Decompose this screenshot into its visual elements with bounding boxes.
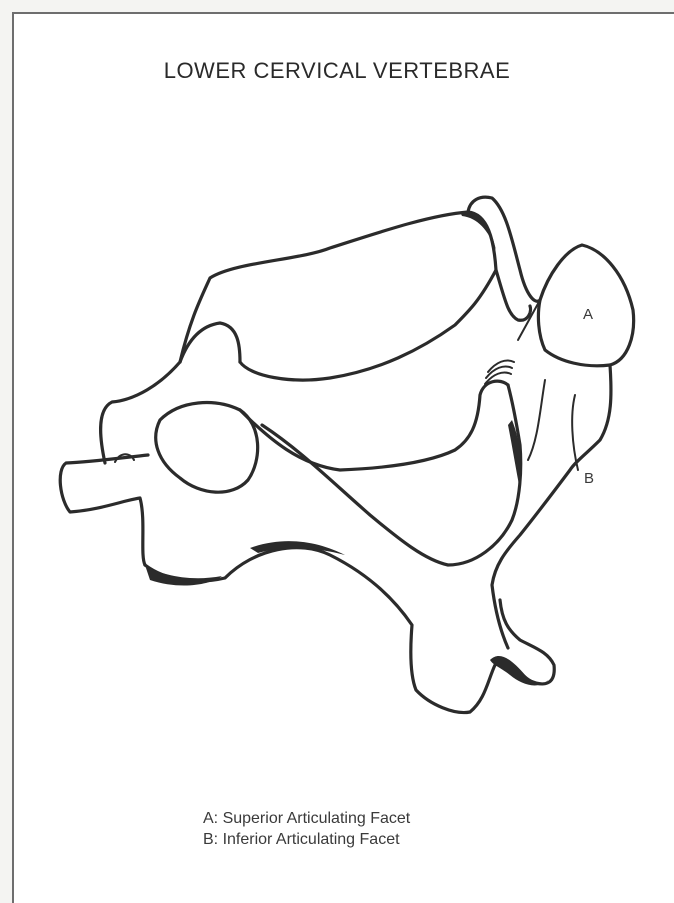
pillar-inner	[496, 270, 531, 320]
shadow-facet	[508, 420, 522, 490]
lamina-upper	[240, 381, 508, 470]
legend-item-a: A: Superior Articulating Facet	[203, 808, 410, 829]
shadow-spinous	[145, 565, 222, 586]
foramen-transversarium	[156, 403, 258, 493]
shadow-body	[460, 211, 496, 250]
legend-item-b: B: Inferior Articulating Facet	[203, 829, 410, 850]
articular-pillar	[468, 197, 540, 301]
shadow-tip	[490, 656, 548, 685]
legend: A: Superior Articulating Facet B: Inferi…	[203, 808, 410, 850]
spinous-process	[145, 548, 554, 713]
lamina-lower	[262, 385, 521, 565]
label-b: B	[584, 470, 594, 487]
label-a: A	[583, 306, 593, 323]
facet-b-inner	[572, 395, 578, 470]
vertebral-body	[180, 212, 496, 380]
facet-b-inner-2	[528, 380, 545, 460]
transverse-process	[60, 455, 148, 565]
inferior-articulating-facet	[492, 365, 611, 648]
